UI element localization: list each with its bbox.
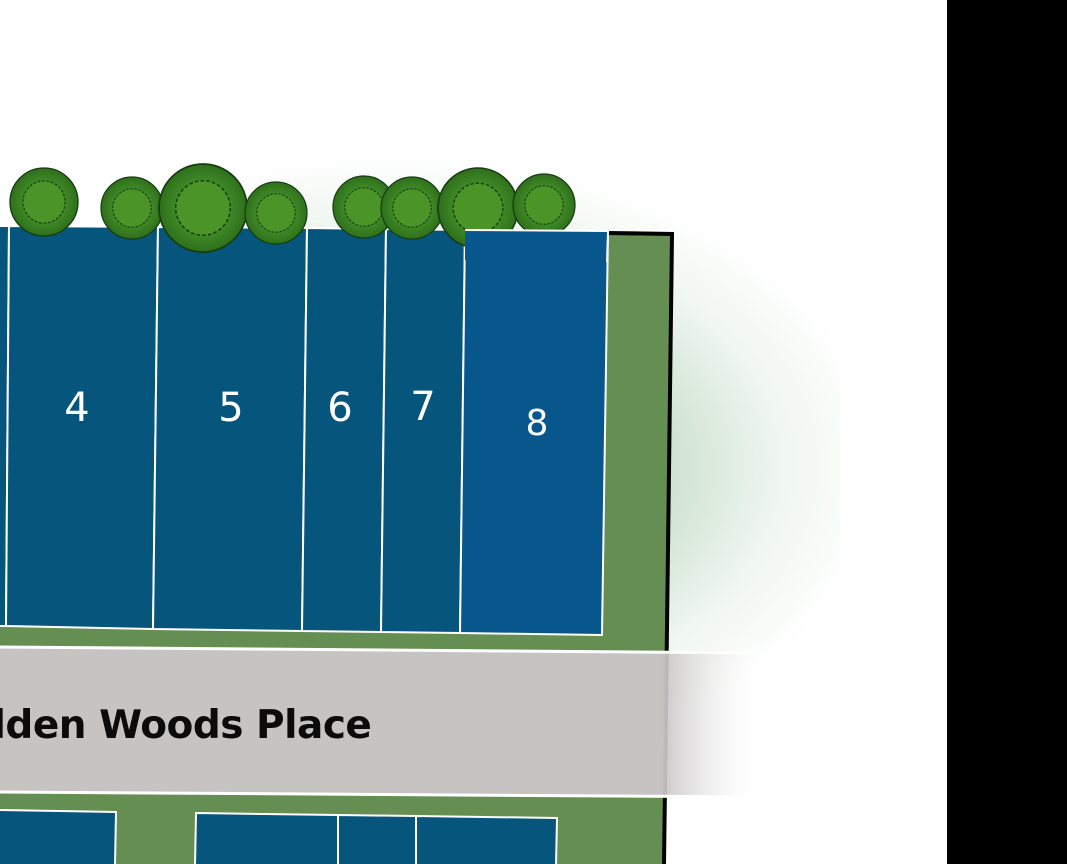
lot-south-a[interactable] — [0, 809, 118, 864]
tree-icon — [244, 181, 308, 245]
south-lots — [0, 809, 559, 864]
tree-icon — [158, 163, 248, 253]
tree-icon — [380, 176, 444, 240]
lot-8-top-overlay — [465, 230, 608, 260]
lot-south-c[interactable] — [337, 813, 417, 864]
north-lots — [0, 224, 610, 637]
lot-6-label: 6 — [327, 385, 353, 431]
street — [0, 645, 766, 799]
lot-5-label: 5 — [218, 385, 244, 431]
lot-4-label: 4 — [64, 385, 90, 431]
lot-7-label: 7 — [410, 384, 436, 430]
lot-south-d[interactable] — [415, 814, 559, 864]
lot-7[interactable] — [379, 227, 467, 635]
right-black-panel — [947, 0, 1067, 864]
tree-icon — [512, 173, 576, 237]
street-name: dden Woods Place — [0, 703, 372, 748]
lot-south-b[interactable] — [194, 811, 339, 864]
lot-8-label: 8 — [525, 403, 549, 444]
tree-icon — [100, 176, 164, 240]
tree-icon — [9, 167, 79, 237]
